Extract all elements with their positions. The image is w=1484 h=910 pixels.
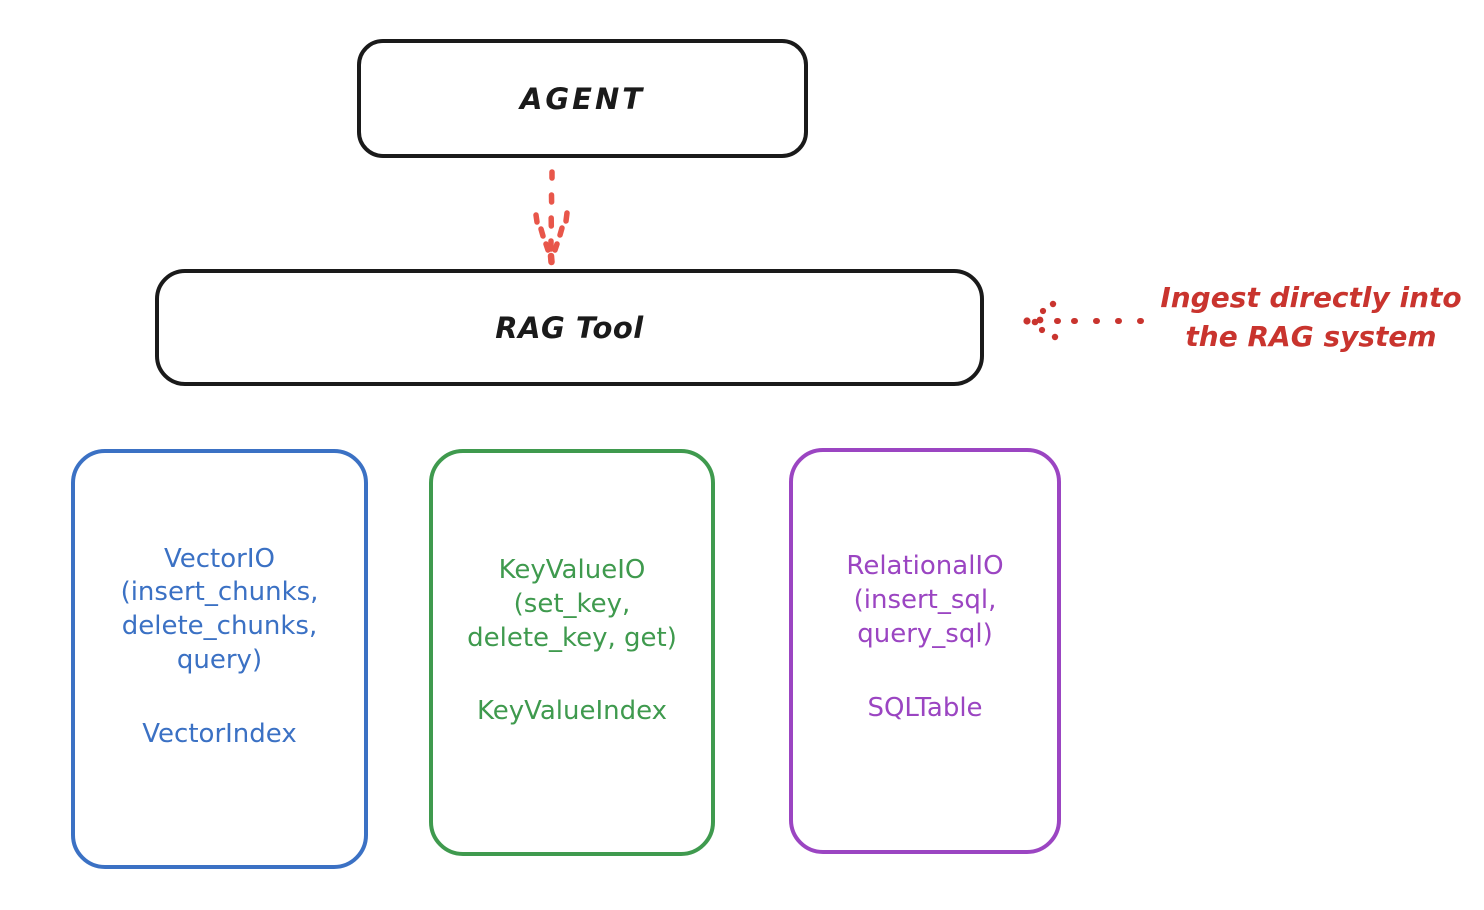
ingest-arrow-icon — [1023, 300, 1144, 341]
agent-to-ragtool-arrow — [533, 169, 570, 266]
provider-vector-api-label: VectorIO (insert_chunks, delete_chunks, … — [120, 543, 319, 675]
agent-node-label: AGENT — [519, 81, 646, 116]
provider-node-relational[interactable]: RelationalIO (insert_sql, query_sql) SQL… — [789, 448, 1061, 854]
provider-vector-index-label: VectorIndex — [142, 718, 297, 749]
provider-relational-body: RelationalIO (insert_sql, query_sql) SQL… — [755, 550, 1095, 725]
provider-keyvalue-index-label: KeyValueIndex — [476, 696, 668, 727]
agent-node[interactable]: AGENT — [357, 39, 808, 158]
provider-keyvalue-api-label: KeyValueIO (set_key, delete_key, get) — [467, 554, 677, 653]
rag-tool-node[interactable]: RAG Tool — [155, 269, 984, 386]
ingest-annotation-text: Ingest directly into the RAG system — [1160, 281, 1462, 353]
provider-vector-body: VectorIO (insert_chunks, delete_chunks, … — [50, 543, 390, 752]
provider-relational-index-label: SQLTable — [867, 692, 983, 723]
rag-tool-node-label: RAG Tool — [495, 310, 644, 345]
provider-relational-api-label: RelationalIO (insert_sql, query_sql) — [846, 551, 1004, 649]
provider-node-keyvalue[interactable]: KeyValueIO (set_key, delete_key, get) Ke… — [429, 449, 715, 856]
provider-keyvalue-body: KeyValueIO (set_key, delete_key, get) Ke… — [402, 554, 742, 729]
provider-node-vector[interactable]: VectorIO (insert_chunks, delete_chunks, … — [71, 449, 368, 869]
